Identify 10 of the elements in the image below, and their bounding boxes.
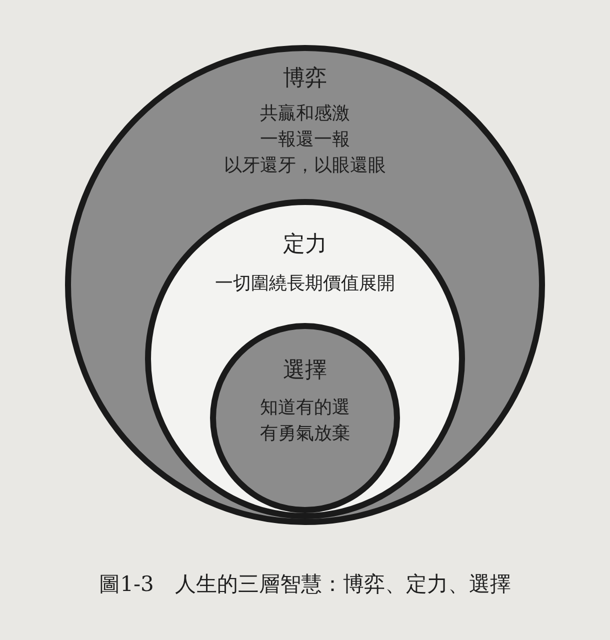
figure-caption: 圖1-3 人生的三層智慧：博弈、定力、選擇 — [99, 571, 511, 598]
layer-description: 一報還一報 — [260, 128, 350, 151]
layer-heading: 定力 — [283, 231, 327, 259]
layer-heading: 選擇 — [283, 357, 327, 385]
layer-heading: 博弈 — [283, 65, 327, 93]
layer-description: 以牙還牙，以眼還眼 — [224, 154, 386, 177]
layer-description: 一切圍繞長期價值展開 — [215, 272, 395, 295]
layer-description: 有勇氣放棄 — [260, 422, 350, 445]
layer-description: 共贏和感激 — [260, 102, 350, 125]
layer-description: 知道有的選 — [260, 396, 350, 419]
